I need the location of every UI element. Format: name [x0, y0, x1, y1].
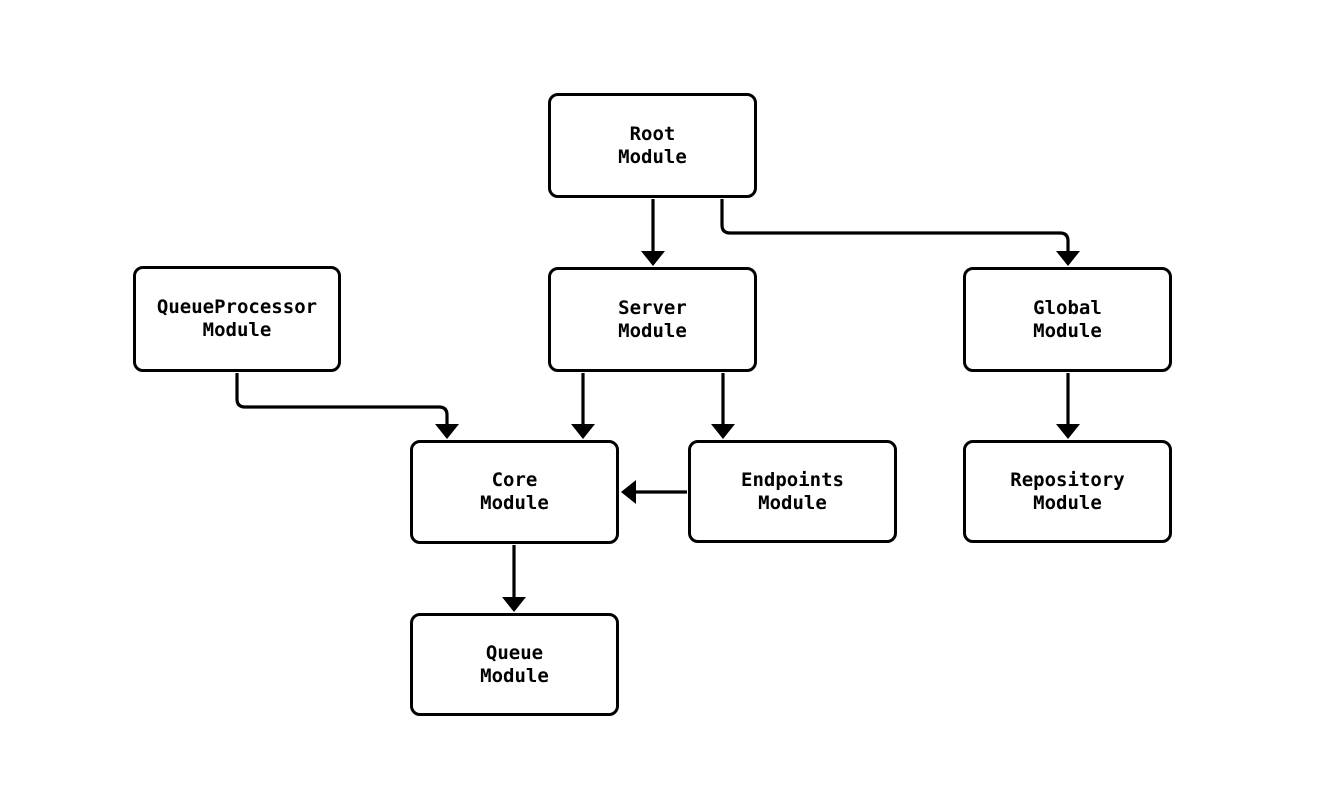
node-label: QueueProcessor Module	[156, 296, 318, 341]
node-label: Global Module	[1033, 296, 1102, 342]
node-label: Root Module	[618, 122, 687, 168]
node-root-module: Root Module	[548, 93, 757, 198]
node-label: Queue Module	[480, 641, 549, 687]
node-label: Server Module	[618, 296, 687, 342]
node-label: Core Module	[480, 469, 549, 514]
node-queueprocessor-module: QueueProcessor Module	[133, 266, 341, 372]
node-queue-module: Queue Module	[410, 613, 619, 716]
node-repository-module: Repository Module	[963, 440, 1172, 543]
edge-queueprocessor-to-core	[235, 373, 459, 439]
edge-root-to-global	[720, 199, 1080, 266]
node-endpoints-module: Endpoints Module	[688, 440, 897, 543]
node-core-module: Core Module	[410, 440, 619, 544]
node-label: Repository Module	[1010, 468, 1125, 514]
node-server-module: Server Module	[548, 267, 757, 372]
node-label: Endpoints Module	[741, 468, 844, 514]
node-global-module: Global Module	[963, 267, 1172, 372]
